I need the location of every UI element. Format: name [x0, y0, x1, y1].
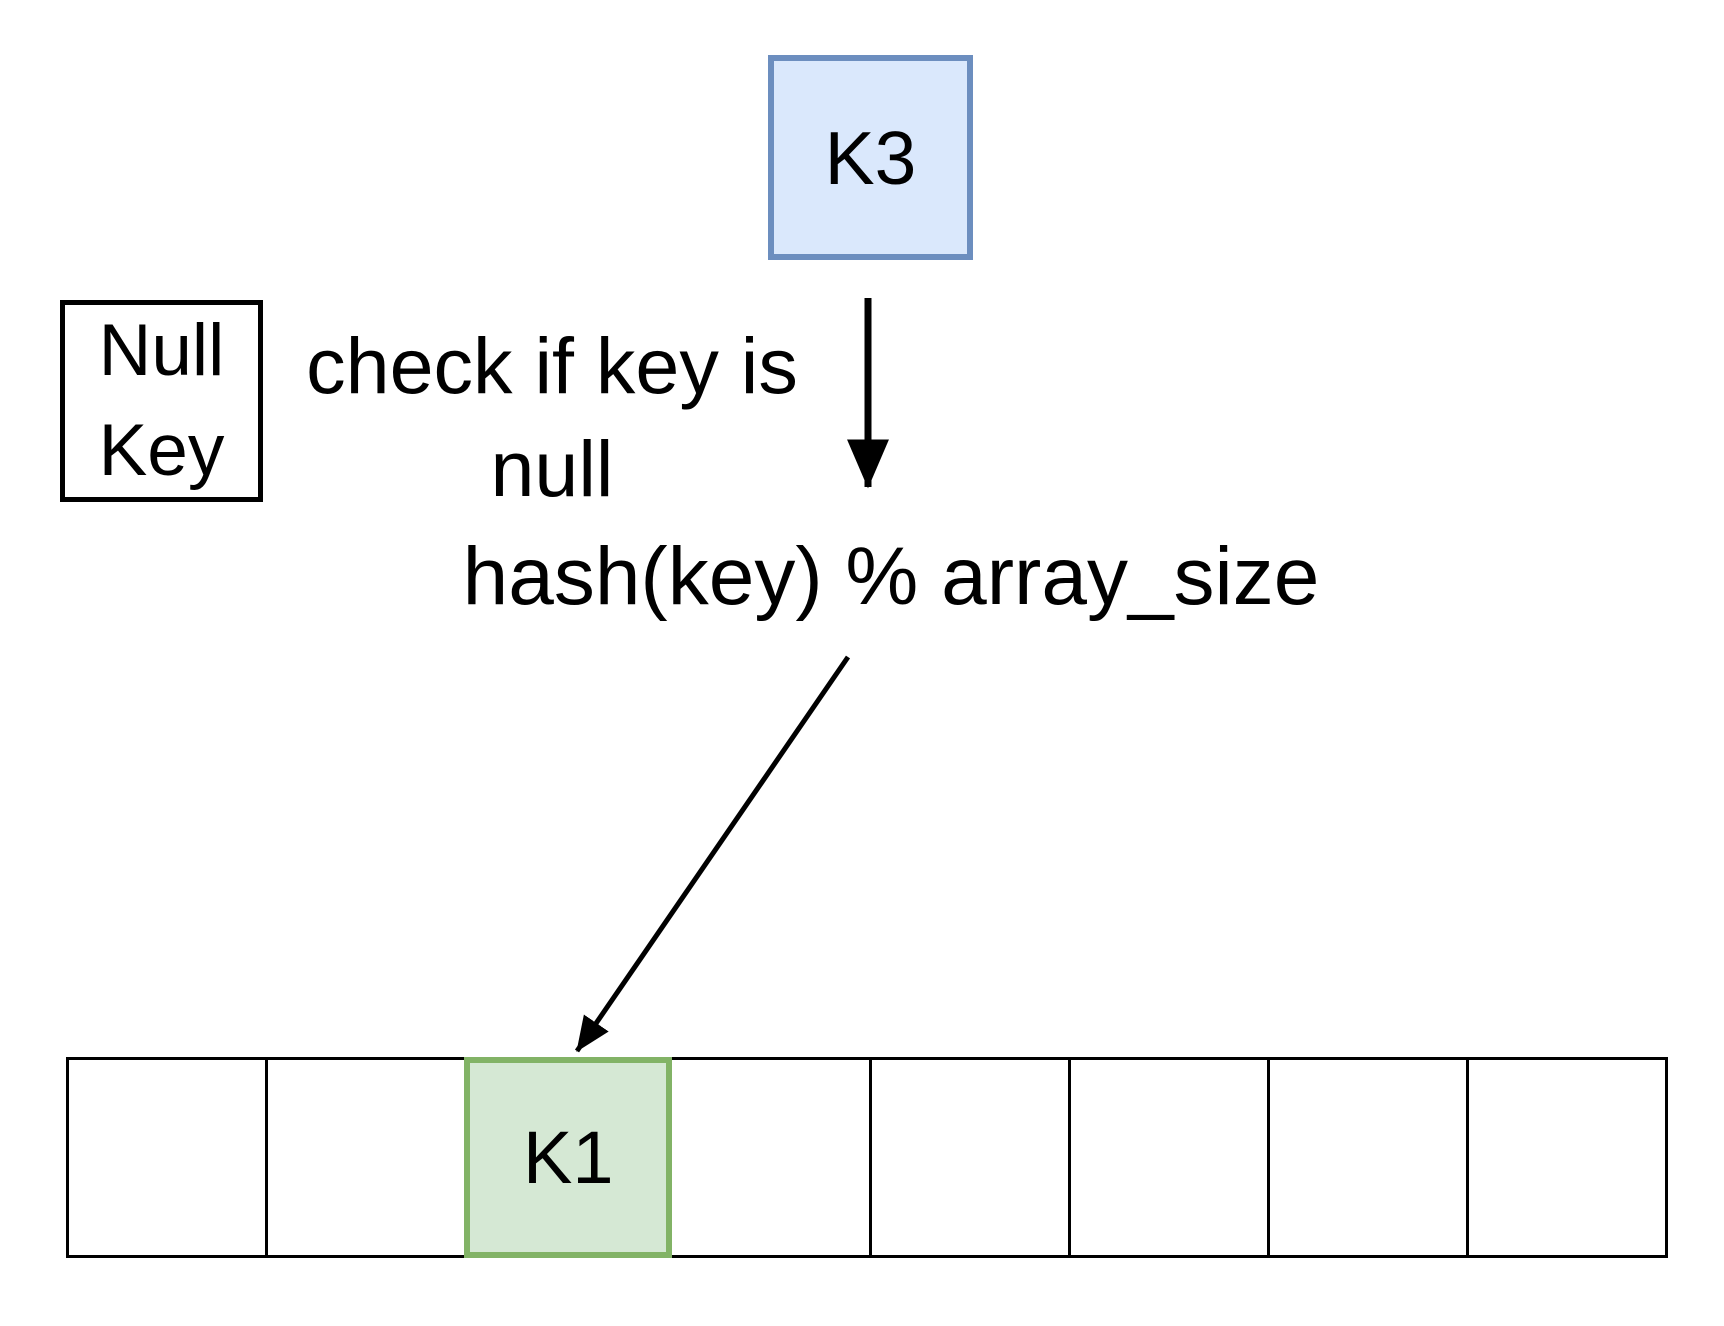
array-cell — [268, 1057, 468, 1258]
array-cell — [66, 1057, 269, 1258]
check-annotation-line1: check if key is — [306, 321, 798, 410]
array-cell — [871, 1057, 1071, 1258]
array-cell — [1269, 1057, 1469, 1258]
array-cell — [672, 1057, 872, 1258]
check-if-null-annotation: check if key is null — [252, 314, 852, 520]
null-key-box: Null Key — [60, 300, 263, 502]
check-annotation-line2: null — [490, 424, 614, 513]
hash-formula-label: hash(key) % array_size — [462, 531, 1320, 622]
key-k3-box: K3 — [768, 55, 973, 260]
null-key-label-line1: Null — [98, 310, 225, 391]
hash-array: K1 — [66, 1057, 1668, 1258]
null-key-label-line2: Key — [98, 410, 225, 491]
key-k3-label: K3 — [824, 115, 917, 200]
array-cell — [1070, 1057, 1270, 1258]
array-cell-highlighted: K1 — [464, 1057, 673, 1258]
hash-to-slot-arrow — [574, 655, 851, 1053]
array-cell — [1468, 1057, 1668, 1258]
